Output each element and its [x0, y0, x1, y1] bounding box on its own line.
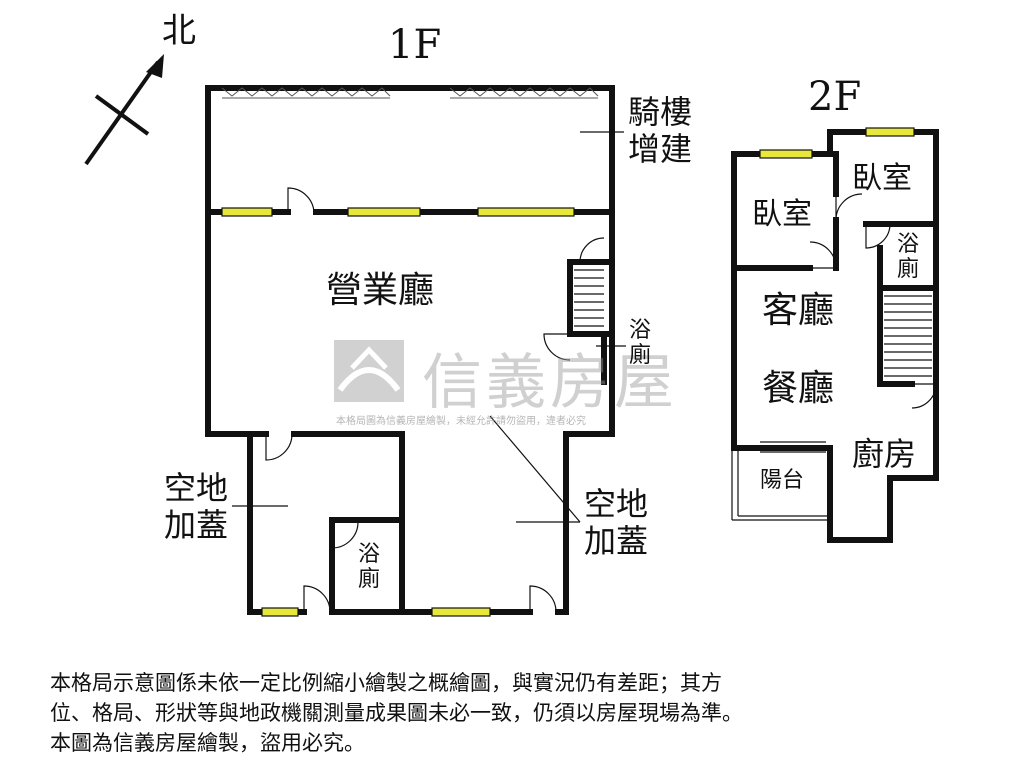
floor-label-2f: 2F	[808, 74, 862, 120]
room-label-bath-2f: 浴廁	[896, 232, 919, 283]
walls-2f	[731, 129, 939, 543]
windows-2f	[759, 127, 915, 159]
compass-north-label: 北	[162, 11, 196, 51]
disclaimer-line-3: 本圖為信義房屋繪製，盜用必究。	[50, 731, 365, 755]
room-label-business-hall: 營業廳	[326, 270, 435, 311]
north-arrow-icon	[84, 54, 164, 166]
leader-lines-1f	[232, 131, 626, 523]
watermark-note: 本格局圖為信義房屋繪製，未經允許請勿盜用，違者必究	[336, 416, 586, 427]
disclaimer-line-2: 位、格局、形狀等與地政機關測量成果圖未必一致，仍須以房屋現場為準。	[50, 701, 743, 725]
room-label-bedroom-2f-left: 臥室	[752, 197, 812, 232]
room-label-living-room: 客廳	[762, 290, 835, 331]
windows-1f	[221, 207, 575, 617]
room-label-bath-1f-lower: 浴廁	[357, 542, 380, 593]
disclaimer: 本格局示意圖係未依一定比例縮小繪製之概繪圖，與實況仍有差距；其方 位、格局、形狀…	[50, 668, 990, 758]
room-label-arcade-extension: 騎樓增建	[628, 93, 693, 168]
balcony-outline	[731, 441, 830, 521]
watermark-logo	[334, 340, 404, 402]
watermark-brand: 信義房屋	[422, 348, 678, 418]
room-label-bath-1f-right: 浴廁	[628, 318, 651, 369]
room-label-open-land-left: 空地加蓋	[164, 469, 229, 544]
room-label-bedroom-2f-right: 臥室	[852, 161, 912, 196]
room-label-open-land-right: 空地加蓋	[584, 485, 649, 560]
room-label-kitchen: 廚房	[852, 435, 917, 473]
room-label-balcony: 陽台	[760, 468, 805, 493]
disclaimer-line-1: 本格局示意圖係未依一定比例縮小繪製之概繪圖，與實況仍有差距；其方	[50, 671, 722, 695]
doors-1f	[265, 187, 605, 613]
folding-door-1f	[221, 87, 599, 99]
staircase-1f	[574, 269, 604, 327]
doors-2f	[809, 193, 937, 409]
floor-label-1f: 1F	[388, 22, 442, 68]
room-label-dining-room: 餐廳	[762, 368, 835, 409]
staircase-2f	[884, 295, 932, 377]
